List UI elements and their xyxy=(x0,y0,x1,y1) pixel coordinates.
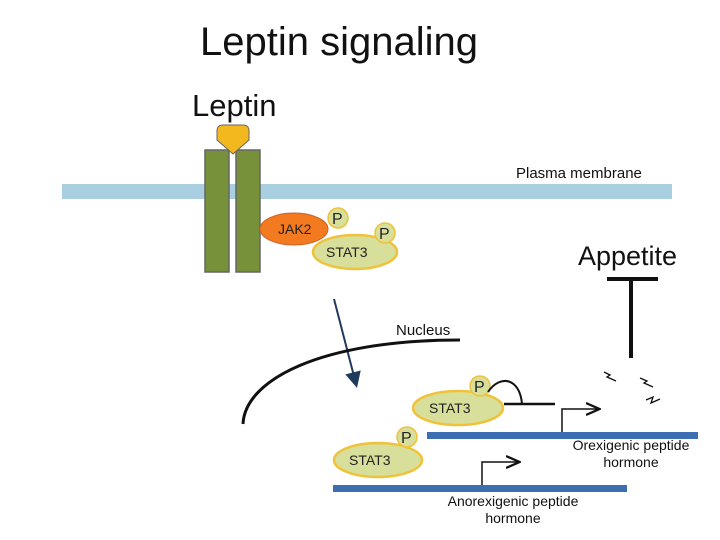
phospho-stat3-nuclear-lower xyxy=(396,426,418,448)
phospho-stat3-nuclear-upper-label: P xyxy=(474,379,485,396)
plasma-membrane-label: Plasma membrane xyxy=(516,165,642,182)
leptin-label: Leptin xyxy=(192,88,277,123)
repression-arc xyxy=(487,380,523,405)
stat3-cytoplasm-label: STAT3 xyxy=(326,244,368,260)
leptin-ligand xyxy=(216,124,250,155)
receptor-left-chain xyxy=(204,149,230,273)
phospho-jak2 xyxy=(327,207,349,229)
page-title: Leptin signaling xyxy=(200,20,478,64)
jak2-kinase xyxy=(259,212,329,246)
jak2-label: JAK2 xyxy=(278,221,312,237)
phospho-stat3-cytoplasm-label: P xyxy=(379,226,390,243)
nucleus-label: Nucleus xyxy=(396,322,451,339)
stat3-cytoplasm xyxy=(311,233,399,271)
stat3-nuclear-upper xyxy=(411,389,505,427)
stat3-nuclear-lower-label: STAT3 xyxy=(349,452,391,468)
phospho-stat3-cytoplasm xyxy=(374,222,396,244)
dna-strand-lower xyxy=(333,485,627,492)
nuclear-envelope xyxy=(241,338,461,425)
dna-strand-upper xyxy=(427,432,698,439)
phospho-stat3-nuclear-lower-label: P xyxy=(401,430,412,447)
phospho-stat3-nuclear-upper xyxy=(469,375,491,397)
plasma-membrane xyxy=(62,184,672,199)
translocation-arrow xyxy=(333,298,361,388)
anorexigenic-peptide-label: Anorexigenic peptide hormone xyxy=(447,493,579,526)
stat3-nuclear-lower xyxy=(332,441,424,479)
anorexigenic-promoter-arrow xyxy=(481,462,518,485)
receptor-right-chain xyxy=(235,149,261,273)
appetite-label: Appetite xyxy=(578,241,678,271)
phospho-jak2-label: P xyxy=(332,211,343,228)
orexigenic-peptide-label: Orexigenic peptide hormone xyxy=(572,437,690,470)
stat3-nuclear-upper-label: STAT3 xyxy=(429,400,471,416)
peptide-hormone-squiggles xyxy=(603,371,661,405)
orexigenic-promoter-arrow xyxy=(561,409,598,432)
